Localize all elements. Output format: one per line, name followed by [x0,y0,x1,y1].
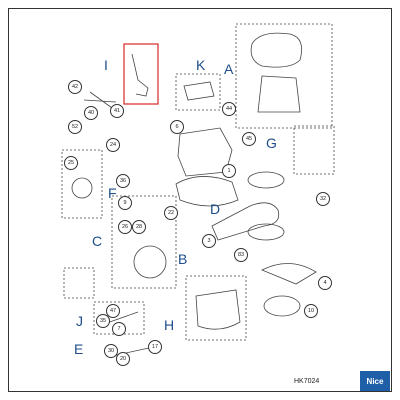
part-7: 7 [112,322,126,336]
part-45: 45 [242,132,256,146]
group-label-a: A [224,61,234,77]
part-36: 36 [116,174,130,188]
part-28: 28 [132,220,146,234]
cover-top [250,32,303,68]
base-plate [175,176,239,207]
part-42: 42 [68,80,82,94]
part-25: 25 [64,156,78,170]
group-label-d: D [210,201,221,217]
part-3: 3 [202,234,216,248]
group-label-c: C [92,233,103,249]
group-j-box [63,267,95,299]
group-h-box [185,275,247,341]
group-label-j: J [76,313,83,329]
part-44: 44 [222,102,236,116]
part-40: 40 [84,106,98,120]
part-6: 6 [170,120,184,134]
disc-10 [263,295,301,317]
part-17: 17 [148,340,162,354]
group-k-box [175,73,221,111]
part-83: 83 [234,248,248,262]
part-47: 47 [106,304,120,318]
gear-f [71,177,93,199]
release-lever [131,53,149,97]
group-f-box [61,149,103,219]
part-30: 30 [104,344,118,358]
group-i-box [123,43,159,105]
part-1: 1 [222,164,236,178]
part-32: 32 [316,192,330,206]
group-label-e: E [74,341,84,357]
group-label-f: F [108,185,117,201]
gear-plate-c [133,245,167,279]
group-label-i: I [104,57,108,73]
part-9: 9 [118,196,132,210]
part-24: 24 [106,138,120,152]
manual-sheet [183,81,215,101]
group-a-box [235,23,333,129]
part-52: 52 [68,120,82,134]
ring-upper [247,171,285,189]
cover-body [257,75,301,113]
brand-logo: Nice [360,371,390,391]
bracket-h [195,289,241,330]
arm [211,202,280,241]
group-g-box [293,125,335,175]
key-40 [83,91,117,109]
group-label-b: B [178,251,188,267]
part-10: 10 [304,304,318,318]
part-41: 41 [110,104,124,118]
group-e-box [93,301,145,335]
part-35: 35 [96,314,110,328]
diagram-code: HK7024 [294,378,320,385]
part-4: 4 [318,276,332,290]
ring-lower [247,223,285,241]
part-22: 22 [164,206,178,220]
part-20: 20 [116,352,130,366]
group-label-k: K [196,57,206,73]
group-label-h: H [164,317,175,333]
part-26: 26 [118,220,132,234]
group-c-box [111,195,177,289]
group-label-g: G [266,135,277,151]
plate-4 [261,263,317,285]
